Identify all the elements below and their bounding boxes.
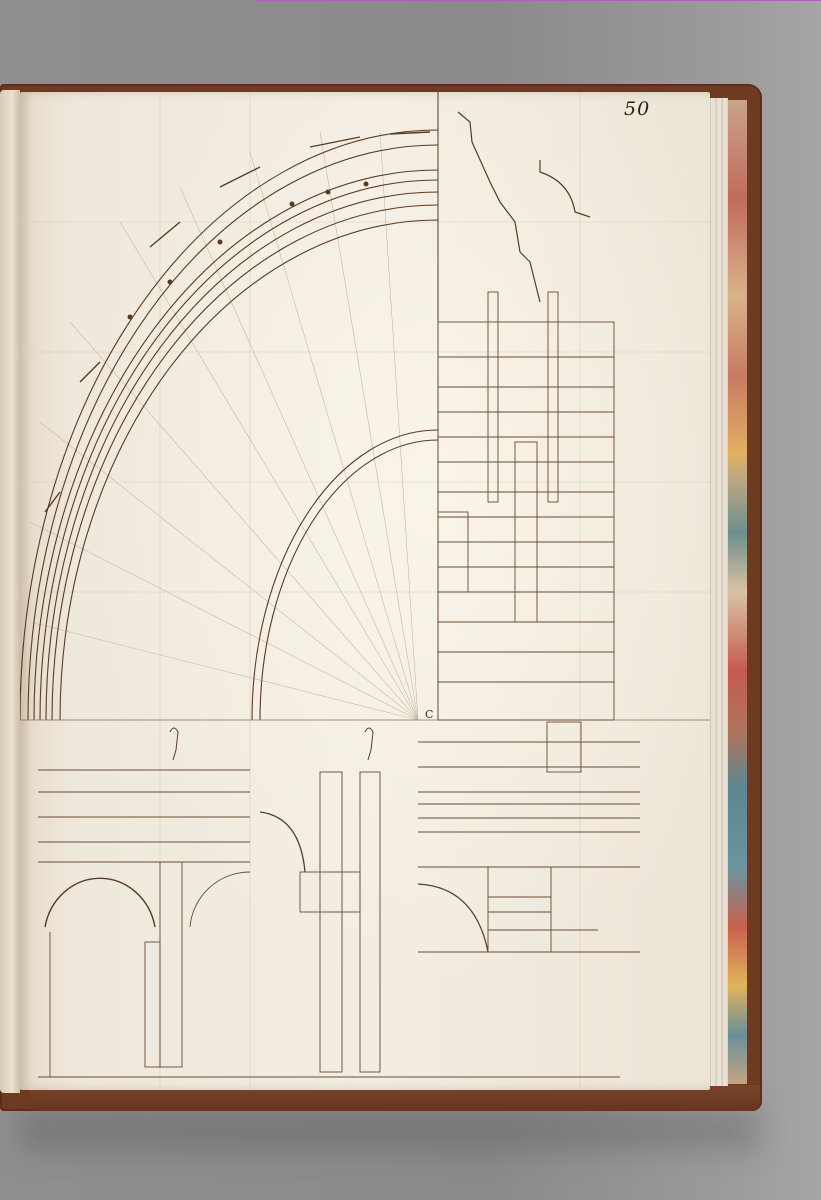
sketchbook-page: 50 C: [20, 92, 710, 1090]
page-number: 50: [624, 98, 651, 120]
architectural-drawings: [20, 92, 710, 1090]
top-accent-line: [255, 0, 821, 1]
left-page-edge: [0, 90, 20, 1093]
drawing-label-c: C: [425, 708, 434, 721]
book-shadow: [20, 1110, 760, 1150]
marbled-page-edge: [727, 100, 747, 1084]
